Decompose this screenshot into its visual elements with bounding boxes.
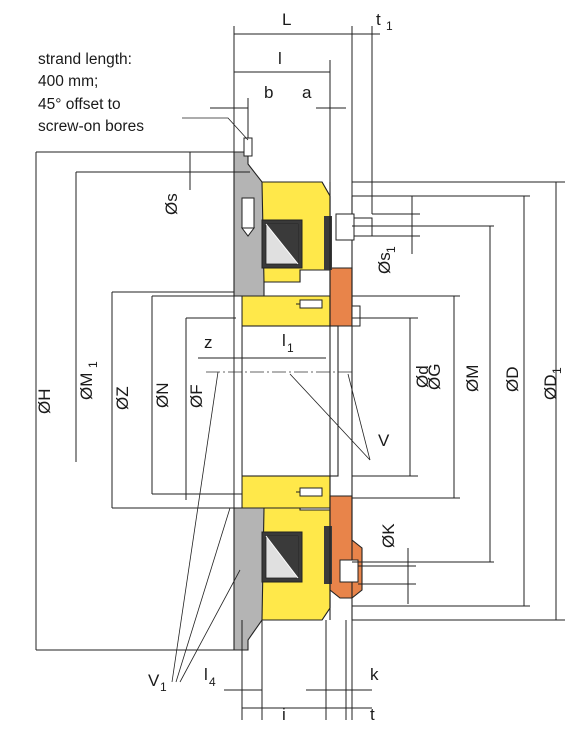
dim-left (35, 151, 250, 651)
note-line-4: screw-on bores (38, 118, 144, 135)
bolt-upper (241, 197, 255, 237)
label-D: ØD (503, 367, 522, 393)
label-l: l (278, 49, 282, 68)
label-i: i (282, 705, 286, 724)
label-t1-sub: 1 (386, 19, 393, 33)
friction-strip-lower (324, 526, 332, 584)
dim-top (210, 26, 380, 214)
v-leaders (289, 373, 371, 461)
note-line-2: 400 mm; (38, 73, 98, 90)
label-V: V (378, 431, 390, 450)
hub-bore (241, 325, 339, 477)
dim-bottom (224, 620, 372, 720)
lead-wire (243, 137, 253, 157)
label-s1-sub: 1 (384, 246, 398, 253)
label-k: k (370, 665, 379, 684)
friction-strip-upper (324, 216, 332, 270)
label-D1: ØD (541, 375, 560, 401)
armature-lower (329, 495, 363, 599)
label-M: ØM (463, 365, 482, 392)
label-Z: ØZ (113, 386, 132, 410)
note-line-1: strand length: (38, 51, 132, 68)
note-leader (182, 117, 249, 141)
label-G: ØG (425, 364, 444, 390)
label-V1: V (148, 671, 160, 690)
label-L: L (282, 10, 291, 29)
label-t1: t (376, 10, 381, 29)
coil-lower (261, 531, 303, 583)
label-D1-sub: 1 (550, 367, 564, 374)
label-b: b (264, 83, 273, 102)
shaft-end (351, 305, 361, 327)
v1-leaders (171, 371, 241, 683)
label-l1-sub: 1 (287, 341, 294, 355)
coil-upper (261, 219, 303, 269)
label-K: ØK (379, 523, 398, 548)
pin-lower (339, 559, 359, 583)
label-d: Ød (413, 365, 432, 388)
label-z: z (204, 333, 213, 352)
screw-top (335, 213, 373, 241)
label-H: ØH (35, 389, 54, 415)
label-M1: ØM (77, 373, 96, 400)
shaft-bore-step (233, 295, 243, 509)
hub-screw-lower (296, 487, 323, 497)
label-s1: Øs (375, 252, 394, 274)
label-V1-sub: 1 (160, 680, 167, 694)
note-line-3: 45° offset to (38, 96, 121, 113)
label-l4: l (204, 665, 208, 684)
hub-screw-upper (296, 299, 323, 309)
dim-right (352, 181, 565, 621)
label-a: a (302, 83, 312, 102)
label-s: Øs (162, 193, 181, 215)
label-l4-sub: 4 (209, 675, 216, 689)
armature-upper (329, 267, 353, 327)
label-M1-sub: 1 (86, 361, 100, 368)
label-t: t (370, 705, 375, 724)
label-F: ØF (187, 384, 206, 408)
label-l1: l (282, 331, 286, 350)
label-N: ØN (153, 383, 172, 409)
